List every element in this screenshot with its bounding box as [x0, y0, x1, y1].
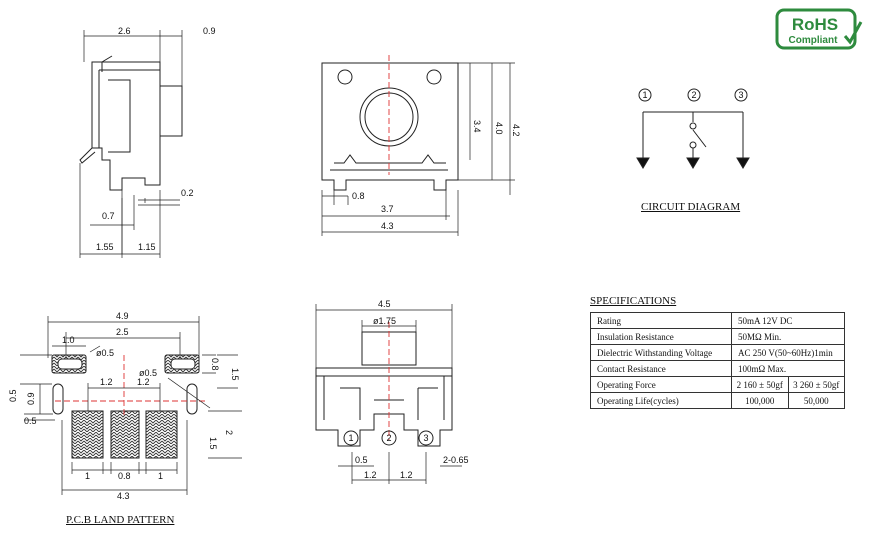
check-icon [843, 21, 863, 45]
spec-label: Rating [590, 312, 732, 329]
front-dim-3.7: 3.7 [381, 204, 394, 214]
bottom-dim-0.5: 0.5 [355, 455, 368, 465]
pcb-dim-0.8-side: 0.8 [210, 358, 220, 371]
bottom-dim-1.2-left: 1.2 [364, 470, 377, 480]
spec-label: Operating Life(cycles) [590, 392, 732, 409]
front-view [321, 55, 515, 236]
spec-label: Operating Force [590, 376, 732, 393]
rohs-compliant-logo: RoHS Compliant [775, 8, 863, 52]
bottom-dim-1.75: ø1.75 [373, 316, 396, 326]
bottom-dim-4.5: 4.5 [378, 299, 391, 309]
bottom-view [315, 304, 462, 484]
pcb-dim-pad-1-right: 1 [158, 471, 163, 481]
side-dim-0.7: 0.7 [102, 211, 115, 221]
spec-value-b: 50,000 [787, 392, 845, 409]
specifications-table: Rating 50mA 12V DC Insulation Resistance… [590, 312, 845, 409]
spec-label: Insulation Resistance [590, 328, 732, 345]
rohs-line2: Compliant [789, 35, 839, 46]
side-dim-0.9: 0.9 [203, 26, 216, 36]
bottom-terminal-2: 2 [386, 433, 391, 443]
circuit-diagram [636, 88, 750, 169]
pcb-dim-1.5-top: 1.5 [230, 368, 240, 381]
table-row: Dielectric Withstanding Voltage AC 250 V… [590, 344, 845, 361]
front-dim-4.0: 4.0 [494, 122, 504, 135]
front-dim-0.8: 0.8 [352, 191, 365, 201]
front-dim-4.2: 4.2 [511, 124, 521, 137]
bottom-terminal-3: 3 [423, 433, 428, 443]
pcb-dim-pad-0.8: 0.8 [118, 471, 131, 481]
rohs-line1: RoHS [792, 15, 838, 34]
pcb-dim-4.9: 4.9 [116, 311, 129, 321]
side-dim-0.2: 0.2 [181, 188, 194, 198]
pcb-dim-0.5-left: 0.5 [8, 389, 18, 402]
pcb-dim-1.0: 1.0 [62, 335, 75, 345]
pcb-dim-2.5: 2.5 [116, 327, 129, 337]
pcb-land-pattern [20, 316, 242, 495]
bottom-terminal-1: 1 [348, 433, 353, 443]
spec-value-b: 3 260 ± 50gf [787, 376, 845, 393]
table-row: Contact Resistance 100mΩ Max. [590, 360, 845, 377]
pcb-dim-4.3: 4.3 [117, 491, 130, 501]
pcb-dim-hole-left: ø0.5 [96, 348, 114, 358]
front-dim-3.4: 3.4 [472, 120, 482, 133]
pcb-dim-1.2-left: 1.2 [100, 377, 113, 387]
spec-value: 100mΩ Max. [731, 360, 845, 377]
side-dim-1.15: 1.15 [138, 242, 156, 252]
pcb-dim-0.9: 0.9 [26, 392, 36, 405]
spec-value-a: 2 160 ± 50gf [731, 376, 789, 393]
table-row: Insulation Resistance 50MΩ Min. [590, 328, 845, 345]
front-dim-4.3: 4.3 [381, 221, 394, 231]
bottom-dim-1.2-right: 1.2 [400, 470, 413, 480]
pcb-dim-2: 2 [224, 430, 234, 435]
side-view [79, 30, 183, 258]
circuit-terminal-1: 1 [642, 90, 647, 100]
table-row: Operating Force 2 160 ± 50gf 3 260 ± 50g… [590, 376, 845, 393]
pcb-dim-hole-right: ø0.5 [139, 368, 157, 378]
table-row: Operating Life(cycles) 100,000 50,000 [590, 392, 845, 409]
spec-label: Dielectric Withstanding Voltage [590, 344, 732, 361]
pcb-dim-pad-1-left: 1 [85, 471, 90, 481]
spec-value-a: 100,000 [731, 392, 789, 409]
pcb-land-pattern-title: P.C.B LAND PATTERN [66, 514, 175, 526]
circuit-terminal-2: 2 [691, 90, 696, 100]
spec-value: 50mA 12V DC [731, 312, 845, 329]
spec-label: Contact Resistance [590, 360, 732, 377]
circuit-diagram-title: CIRCUIT DIAGRAM [641, 201, 741, 213]
side-dim-1.55: 1.55 [96, 242, 114, 252]
circuit-terminal-3: 3 [738, 90, 743, 100]
spec-value: 50MΩ Min. [731, 328, 845, 345]
pcb-dim-1.5-bottom: 1.5 [208, 437, 218, 450]
spec-value: AC 250 V(50~60Hz)1min [731, 344, 845, 361]
side-dim-2.6: 2.6 [118, 26, 131, 36]
bottom-dim-2-0.65: 2-0.65 [443, 455, 469, 465]
pcb-dim-1.2-right: 1.2 [137, 377, 150, 387]
specifications-title: SPECIFICATIONS [590, 295, 677, 307]
pcb-dim-0.5-bottom: 0.5 [24, 416, 37, 426]
table-row: Rating 50mA 12V DC [590, 312, 845, 329]
